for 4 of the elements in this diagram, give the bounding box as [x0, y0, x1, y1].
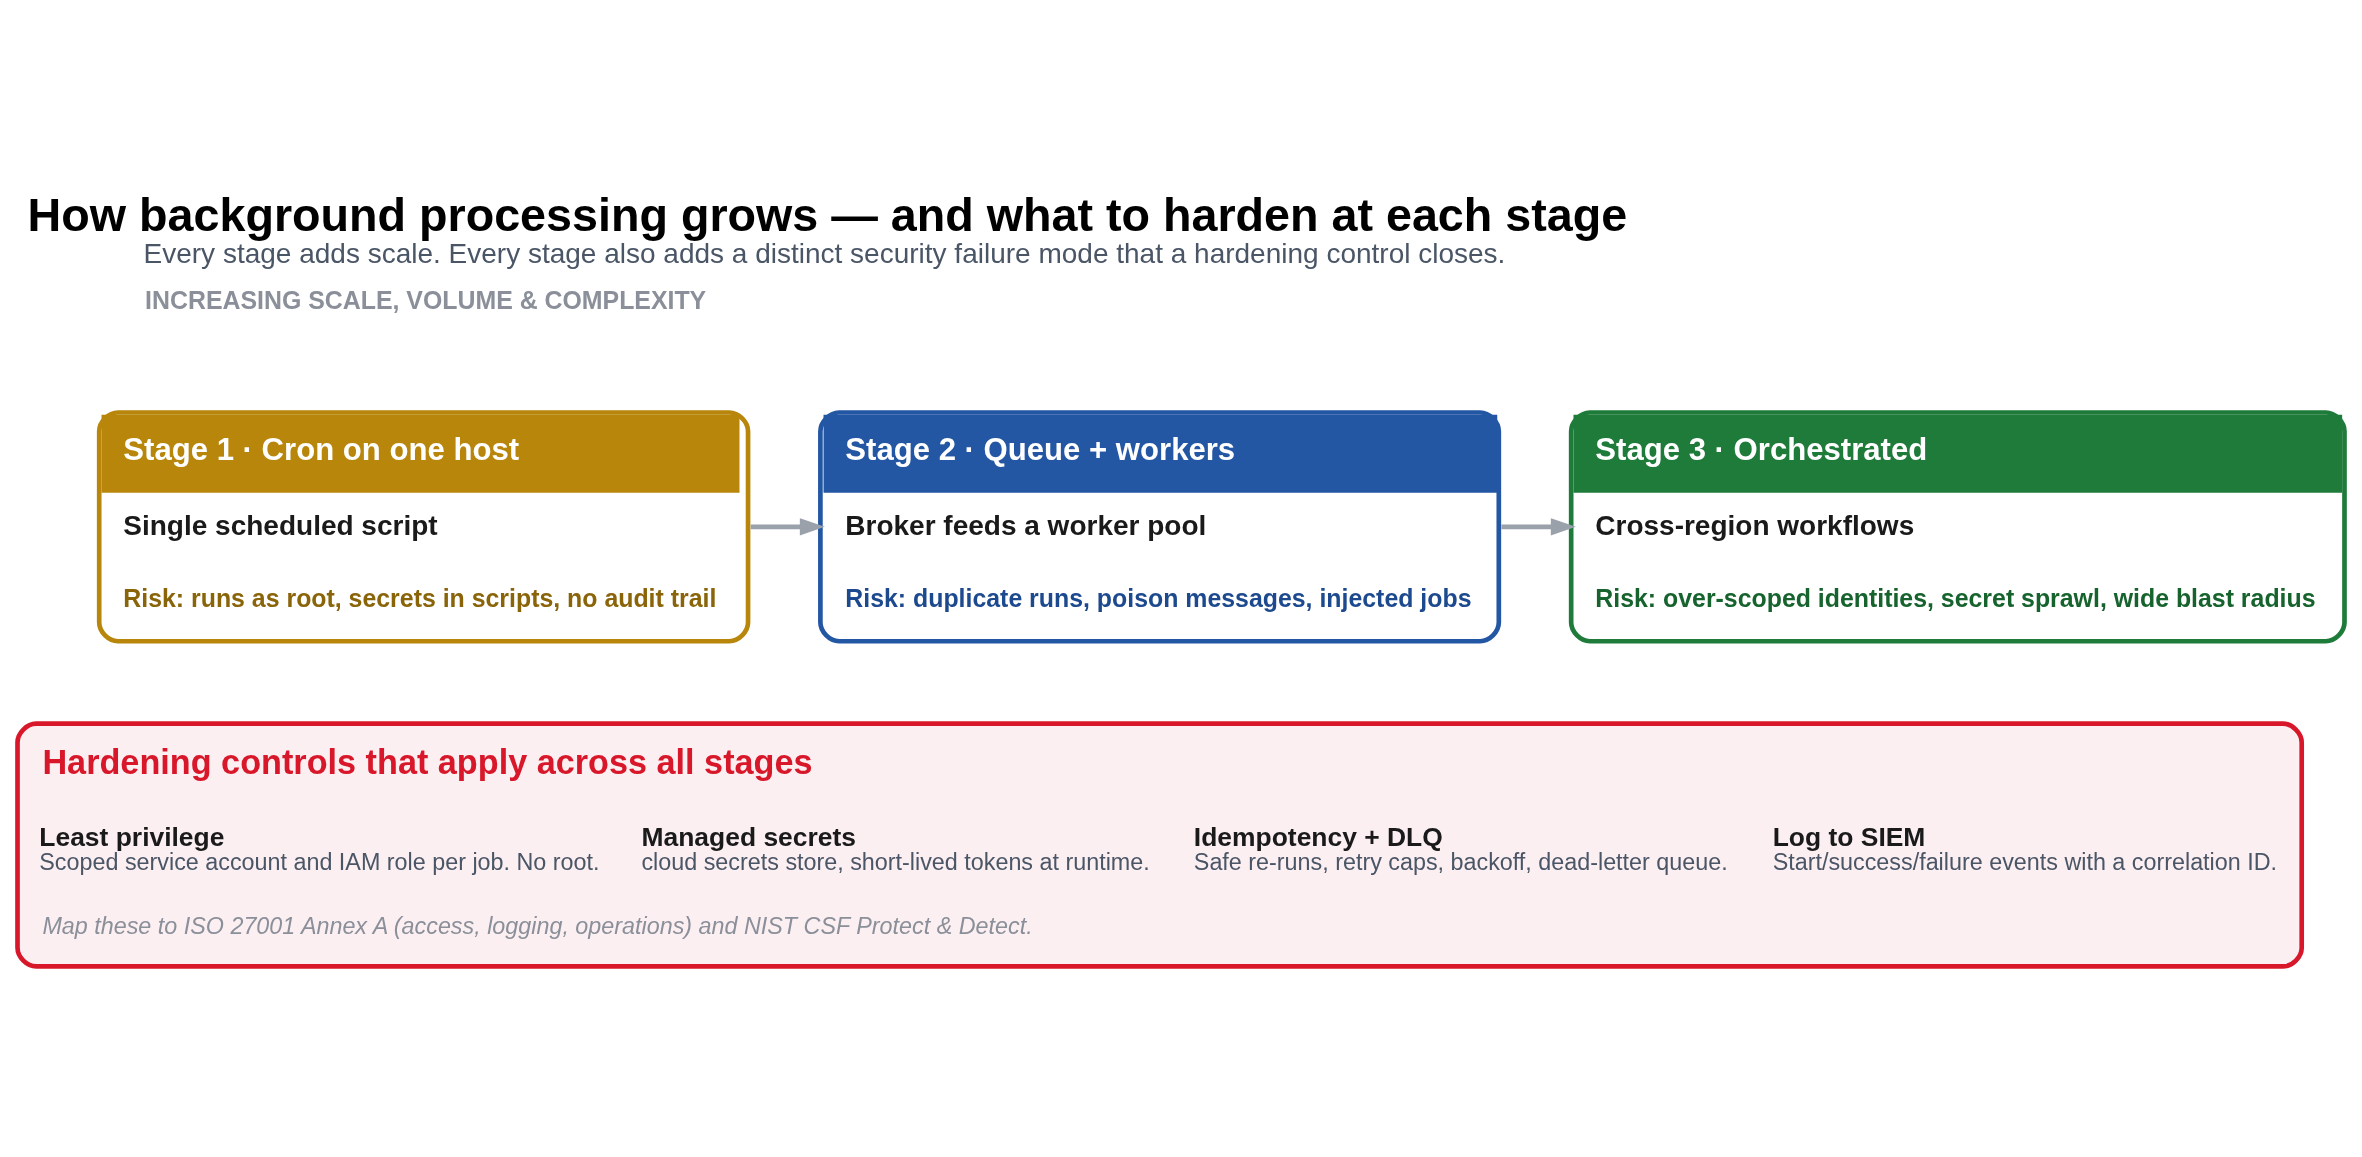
arrow	[750, 517, 825, 536]
label: INCREASING SCALE, VOLUME & COMPLEXITY	[145, 285, 707, 314]
arrow	[1501, 517, 1576, 536]
diagram-title: How background processing grows — and what to harden at each stage	[27, 188, 1628, 241]
